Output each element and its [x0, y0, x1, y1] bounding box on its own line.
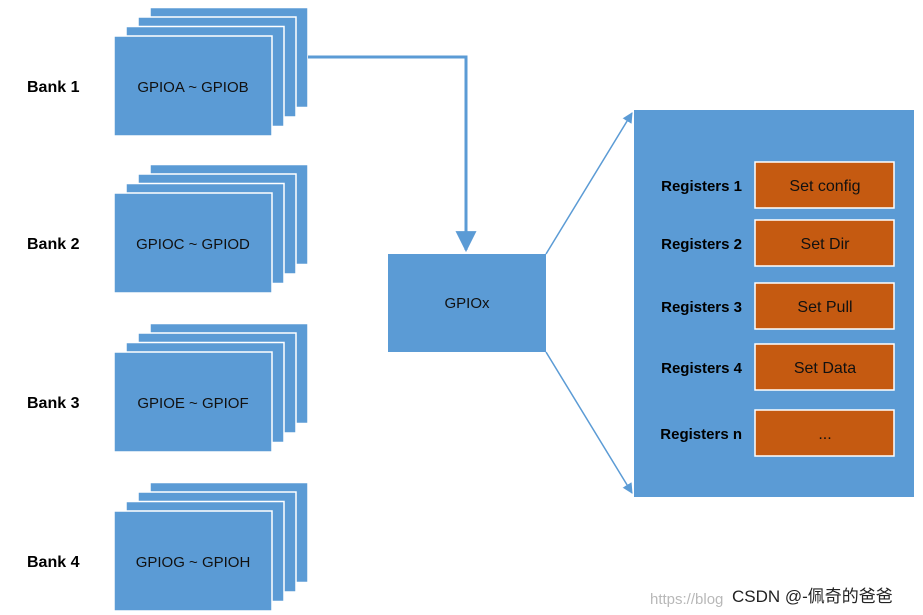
- register-label: Registers 4: [661, 360, 743, 377]
- bank-1: Bank 1 GPIOA ~ GPIOB: [27, 6, 309, 137]
- register-label: Registers 2: [661, 236, 742, 253]
- register-action-box: [754, 409, 895, 457]
- bank-front-card: [113, 351, 273, 453]
- register-action-box: [754, 161, 895, 209]
- register-row: Registers 3 Set Pull: [661, 282, 895, 330]
- gpiox-to-panel-bottom-arrow: [545, 351, 633, 494]
- register-action-label: Set Data: [794, 360, 856, 377]
- watermark-faint: https://blog: [650, 591, 723, 608]
- register-row: Registers 1 Set config: [661, 161, 895, 209]
- bank-2: Bank 2 GPIOC ~ GPIOD: [27, 163, 309, 294]
- bank-range-label: GPIOG ~ GPIOH: [136, 554, 251, 571]
- watermark-label: CSDN @-佩奇的爸爸: [732, 587, 893, 606]
- register-row: Registers 4 Set Data: [661, 343, 895, 391]
- register-action-label: Set config: [789, 178, 860, 195]
- register-row: Registers 2 Set Dir: [661, 219, 895, 267]
- register-label: Registers n: [660, 426, 742, 443]
- bank-4: Bank 4 GPIOG ~ GPIOH: [27, 481, 309, 612]
- register-row: Registers n...: [660, 409, 895, 457]
- register-label: Registers 1: [661, 178, 742, 195]
- register-action-label: Set Dir: [801, 236, 851, 253]
- register-action-box: [754, 343, 895, 391]
- bank-to-gpiox-arrow: [308, 55, 477, 253]
- bank-range-label: GPIOC ~ GPIOD: [136, 236, 250, 253]
- bank-label: Bank 2: [27, 236, 80, 253]
- bank-range-label: GPIOE ~ GPIOF: [137, 395, 248, 412]
- bank-label: Bank 3: [27, 395, 80, 412]
- bank-front-card: [113, 192, 273, 294]
- bank-label: Bank 4: [27, 554, 80, 571]
- register-action-box: [754, 282, 895, 330]
- bank-3: Bank 3 GPIOE ~ GPIOF: [27, 322, 309, 453]
- gpiox-box: [388, 254, 546, 352]
- register-action-label: ...: [818, 426, 831, 443]
- bank-label: Bank 1: [27, 79, 80, 96]
- register-action-label: Set Pull: [797, 299, 852, 316]
- gpiox-to-panel-top-arrow: [545, 112, 633, 255]
- register-label: Registers 3: [661, 299, 742, 316]
- register-action-box: [754, 219, 895, 267]
- bank-range-label: GPIOA ~ GPIOB: [137, 79, 248, 96]
- bank-front-card: [113, 510, 273, 612]
- gpiox-label: GPIOx: [444, 295, 490, 312]
- bank-front-card: [113, 35, 273, 137]
